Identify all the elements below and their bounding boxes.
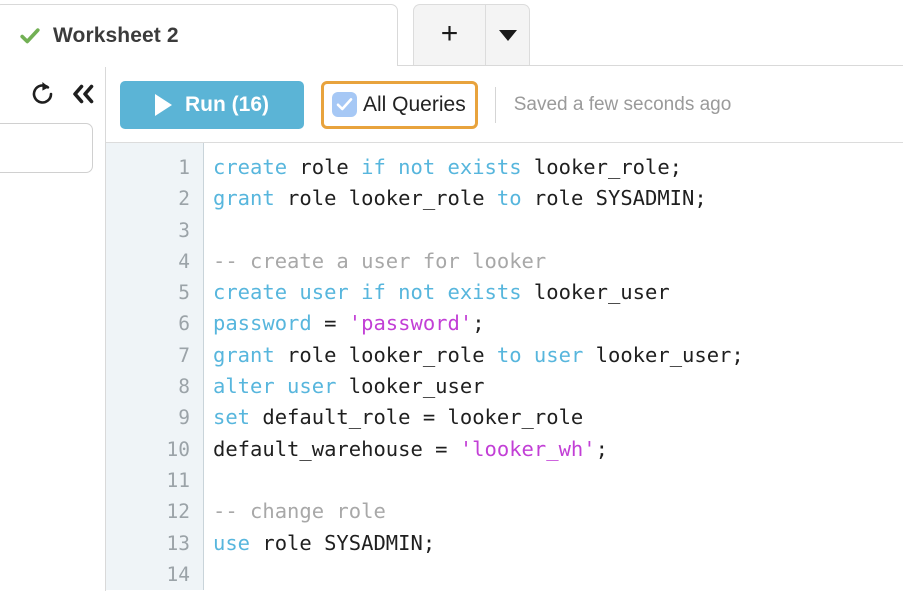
code-token: looker_user; — [583, 342, 744, 367]
code-token: role looker_role — [274, 186, 497, 211]
line-content[interactable] — [204, 215, 903, 246]
chevron-down-icon — [498, 29, 517, 41]
line-number: 8 — [178, 375, 190, 399]
code-line[interactable]: 6 password = 'password'; — [106, 308, 903, 339]
line-number: 13 — [166, 531, 190, 555]
code-line[interactable]: 14 — [106, 559, 903, 590]
line-number: 12 — [166, 500, 190, 524]
code-token: looker_role; — [521, 155, 683, 179]
line-number: 3 — [178, 218, 190, 242]
worksheet-menu-button[interactable] — [486, 4, 530, 65]
line-content[interactable]: alter user looker_user — [204, 371, 903, 402]
line-number: 14 — [166, 562, 190, 586]
code-token: alter user — [213, 374, 337, 399]
line-content[interactable]: use role SYSADMIN; — [204, 528, 903, 559]
line-content[interactable]: password = 'password'; — [204, 308, 903, 339]
code-token: use — [213, 530, 251, 555]
all-queries-checkbox-group[interactable]: All Queries — [321, 80, 478, 129]
code-token: -- change role — [213, 499, 386, 524]
editor-toolbar: Run (16) All Queries Saved a few seconds… — [106, 67, 903, 143]
code-token: ; — [595, 436, 608, 461]
code-token: ; — [472, 311, 485, 336]
code-token: -- create a user for looker — [213, 248, 547, 273]
code-line[interactable]: 1 create role if not exists looker_role; — [106, 152, 903, 183]
checkmark-icon — [336, 98, 353, 111]
line-content[interactable]: -- change role — [204, 496, 903, 527]
code-token: if not exists — [361, 155, 522, 179]
code-line[interactable]: 8 alter user looker_user — [106, 371, 903, 402]
code-token: looker_user — [521, 280, 670, 305]
code-token: looker_user — [336, 374, 485, 399]
editor-pane: Run (16) All Queries Saved a few seconds… — [105, 67, 903, 591]
code-line[interactable]: 11 — [106, 465, 903, 496]
line-number: 10 — [166, 437, 190, 461]
search-input[interactable] — [0, 123, 93, 173]
line-number: 9 — [178, 406, 190, 430]
line-number: 5 — [178, 281, 190, 305]
line-content[interactable] — [204, 465, 903, 496]
play-triangle-icon — [155, 93, 172, 116]
run-button[interactable]: Run (16) — [120, 80, 304, 129]
line-content[interactable] — [204, 559, 903, 590]
code-token: 'password' — [348, 311, 473, 336]
line-content[interactable]: set default_role = looker_role — [204, 402, 903, 433]
code-token: grant — [213, 342, 275, 367]
code-line[interactable]: 9 set default_role = looker_role — [106, 402, 903, 433]
code-token: default_warehouse = — [213, 436, 460, 461]
all-queries-checkbox[interactable] — [332, 92, 357, 117]
code-token: role looker_role — [274, 342, 497, 367]
code-line[interactable]: 3 — [106, 215, 903, 246]
tab-worksheet-2[interactable]: Worksheet 2 — [0, 4, 398, 66]
code-line[interactable]: 5 create user if not exists looker_user — [106, 277, 903, 308]
line-number: 11 — [166, 468, 190, 492]
code-token: create — [213, 155, 288, 179]
code-line[interactable]: 7 grant role looker_role to user looker_u… — [106, 340, 903, 371]
refresh-icon[interactable] — [31, 81, 55, 107]
code-token: role — [287, 155, 362, 179]
code-token: to user — [496, 342, 584, 367]
line-number: 7 — [178, 343, 190, 367]
tab-worksheet-label: Worksheet 2 — [53, 23, 179, 47]
run-button-label: Run (16) — [185, 92, 269, 116]
code-token: role SYSADMIN; — [250, 530, 436, 555]
code-token: to — [496, 186, 522, 211]
left-rail — [0, 67, 105, 591]
code-token: role SYSADMIN; — [521, 186, 707, 211]
code-token: grant — [213, 186, 275, 211]
code-token: = — [311, 311, 349, 336]
double-chevron-left-icon[interactable] — [69, 83, 97, 105]
plus-icon: + — [440, 16, 459, 50]
code-token: password — [213, 311, 312, 336]
line-number: 2 — [178, 187, 190, 211]
saved-status-text: Saved a few seconds ago — [513, 93, 732, 115]
all-queries-label: All Queries — [363, 92, 466, 116]
new-worksheet-button[interactable]: + — [413, 4, 486, 65]
worksheet-tab-bar: Worksheet 2 + — [0, 0, 903, 66]
line-content[interactable]: create user if not exists looker_user — [204, 277, 903, 308]
line-number: 4 — [178, 249, 190, 273]
line-content[interactable]: grant role looker_role to role SYSADMIN; — [204, 183, 903, 214]
code-line[interactable]: 13 use role SYSADMIN; — [106, 528, 903, 559]
line-content[interactable]: default_warehouse = 'looker_wh'; — [204, 434, 903, 465]
line-content[interactable]: grant role looker_role to user looker_us… — [204, 340, 903, 371]
code-token: 'looker_wh' — [459, 436, 596, 461]
rail-icon-group — [31, 81, 97, 107]
toolbar-divider — [494, 86, 496, 123]
line-content[interactable]: -- create a user for looker — [204, 246, 903, 277]
line-number: 6 — [178, 312, 190, 336]
code-token: default_role = looker_role — [250, 405, 584, 430]
code-line[interactable]: 12 -- change role — [106, 496, 903, 527]
code-line[interactable]: 10 default_warehouse = 'looker_wh'; — [106, 434, 903, 465]
code-line[interactable]: 2 grant role looker_role to role SYSADMIN… — [106, 183, 903, 214]
code-token: create user if not exists — [213, 280, 522, 305]
tab-actions-group: + — [413, 4, 530, 65]
line-number: 1 — [178, 156, 190, 179]
line-content[interactable]: create role if not exists looker_role; — [204, 152, 903, 183]
code-token: set — [213, 405, 251, 430]
line-number-gutter — [106, 143, 204, 590]
green-check-icon — [20, 27, 40, 43]
code-line[interactable]: 4 -- create a user for looker — [106, 246, 903, 277]
